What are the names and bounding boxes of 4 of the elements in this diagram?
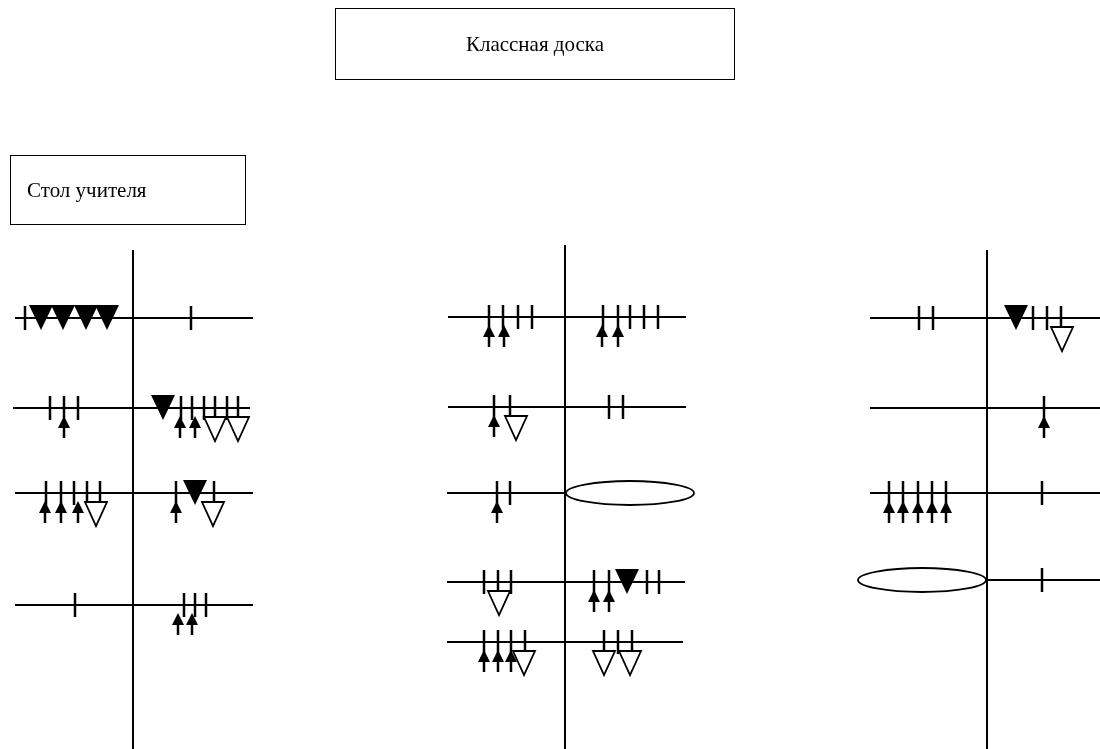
teacher-desk-box [10,155,246,225]
blackboard-box [335,8,735,80]
box-label: Классная доска [465,31,605,57]
box-label: Стол учителя [27,177,147,203]
